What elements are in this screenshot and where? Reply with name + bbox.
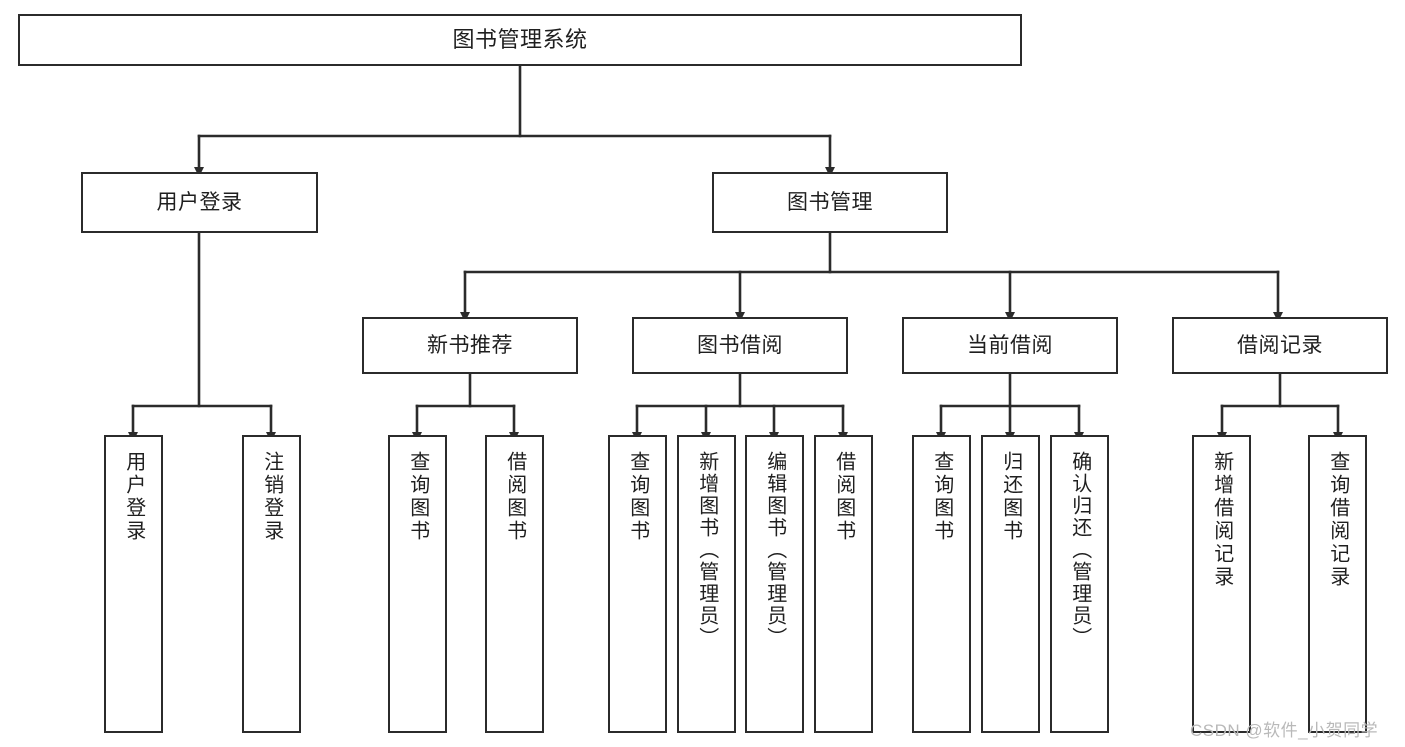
- node-new-book-recommend[interactable]: 新书推荐: [362, 317, 578, 374]
- leaf-add-record[interactable]: 新增借阅记录: [1192, 435, 1251, 733]
- leaf-query-book-3-label: 查询图书: [930, 451, 953, 543]
- csdn-watermark: CSDN @软件_小贺同学: [1190, 721, 1379, 740]
- leaf-user-login[interactable]: 用户登录: [104, 435, 163, 733]
- node-current-borrow-label: 当前借阅: [967, 333, 1053, 357]
- leaf-confirm-return[interactable]: 确认归还（管理员）: [1050, 435, 1109, 733]
- leaf-edit-book-label: 编辑图书（管理员）: [763, 451, 786, 649]
- leaf-borrow-book-1[interactable]: 借阅图书: [485, 435, 544, 733]
- node-book-manage[interactable]: 图书管理: [712, 172, 948, 233]
- node-user-login-label: 用户登录: [156, 190, 243, 214]
- leaf-edit-book[interactable]: 编辑图书（管理员）: [745, 435, 804, 733]
- node-borrow-record[interactable]: 借阅记录: [1172, 317, 1388, 374]
- leaf-add-record-label: 新增借阅记录: [1210, 451, 1233, 589]
- node-user-login[interactable]: 用户登录: [81, 172, 318, 233]
- leaf-query-record-label: 查询借阅记录: [1326, 451, 1349, 589]
- leaf-borrow-book-1-label: 借阅图书: [503, 451, 526, 543]
- leaf-query-book-1-label: 查询图书: [406, 451, 429, 543]
- leaf-user-login-label: 用户登录: [122, 451, 145, 543]
- leaf-add-book-label: 新增图书（管理员）: [695, 451, 718, 649]
- leaf-user-logout[interactable]: 注销登录: [242, 435, 301, 733]
- leaf-query-book-1[interactable]: 查询图书: [388, 435, 447, 733]
- leaf-return-book[interactable]: 归还图书: [981, 435, 1040, 733]
- node-new-book-recommend-label: 新书推荐: [427, 333, 513, 357]
- leaf-query-record[interactable]: 查询借阅记录: [1308, 435, 1367, 733]
- leaf-add-book[interactable]: 新增图书（管理员）: [677, 435, 736, 733]
- node-borrow-record-label: 借阅记录: [1237, 333, 1323, 357]
- node-book-borrow-label: 图书借阅: [697, 333, 783, 357]
- node-book-manage-label: 图书管理: [787, 190, 873, 214]
- leaf-query-book-2-label: 查询图书: [626, 451, 649, 543]
- leaf-borrow-book-2[interactable]: 借阅图书: [814, 435, 873, 733]
- leaf-query-book-3[interactable]: 查询图书: [912, 435, 971, 733]
- leaf-query-book-2[interactable]: 查询图书: [608, 435, 667, 733]
- leaf-borrow-book-2-label: 借阅图书: [832, 451, 855, 543]
- leaf-confirm-return-label: 确认归还（管理员）: [1068, 451, 1091, 649]
- node-current-borrow[interactable]: 当前借阅: [902, 317, 1118, 374]
- node-root[interactable]: 图书管理系统: [18, 14, 1022, 66]
- leaf-user-logout-label: 注销登录: [260, 451, 283, 543]
- node-book-borrow[interactable]: 图书借阅: [632, 317, 848, 374]
- node-root-label: 图书管理系统: [452, 26, 588, 52]
- leaf-return-book-label: 归还图书: [999, 451, 1022, 543]
